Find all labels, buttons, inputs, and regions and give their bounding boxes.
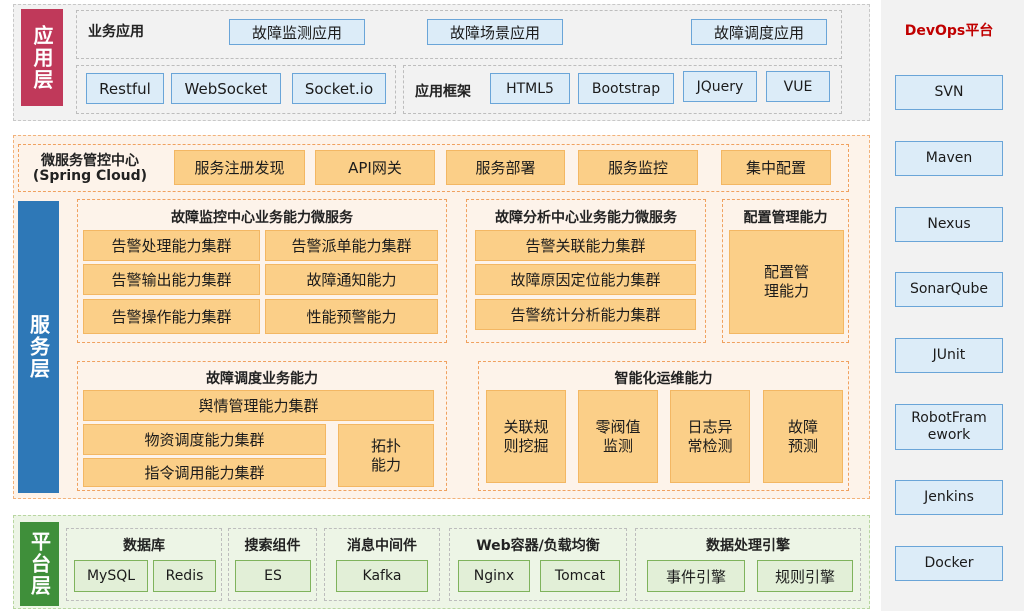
devops-junit[interactable]: JUnit xyxy=(895,338,1003,373)
web-container-group xyxy=(449,528,627,601)
business-apps-group xyxy=(76,10,842,59)
performance-warning[interactable]: 性能预警能力 xyxy=(265,299,438,334)
svc-registration-discovery[interactable]: 服务注册发现 xyxy=(174,150,305,185)
web-nginx[interactable]: Nginx xyxy=(458,560,530,592)
business-apps-heading: 业务应用 xyxy=(88,24,144,40)
frameworks-group xyxy=(403,65,842,114)
protocols-group xyxy=(76,65,396,114)
svc-monitoring[interactable]: 服务监控 xyxy=(578,150,698,185)
db-redis[interactable]: Redis xyxy=(153,560,216,592)
mgmt-center-group xyxy=(18,144,849,192)
engine-group xyxy=(635,528,861,601)
message-heading: 消息中间件 xyxy=(347,538,417,554)
database-heading: 数据库 xyxy=(123,538,165,554)
web-container-heading: Web容器/负载均衡 xyxy=(476,538,600,554)
public-opinion-cluster[interactable]: 舆情管理能力集群 xyxy=(83,390,434,421)
framework-html5[interactable]: HTML5 xyxy=(490,73,570,104)
fault-notification[interactable]: 故障通知能力 xyxy=(265,264,438,295)
framework-jquery[interactable]: JQuery xyxy=(683,71,757,102)
search-heading: 搜索组件 xyxy=(244,538,301,554)
config-mgmt-capability[interactable]: 配置管 理能力 xyxy=(729,230,844,334)
mgmt-center-subtitle: (Spring Cloud) xyxy=(32,168,148,184)
alarm-processing-cluster[interactable]: 告警处理能力集群 xyxy=(83,230,260,261)
svc-api-gateway[interactable]: API网关 xyxy=(315,150,435,185)
fault-dispatch-heading: 故障调度业务能力 xyxy=(206,371,318,387)
fault-monitor-heading: 故障监控中心业务能力微服务 xyxy=(171,210,353,226)
engine-heading: 数据处理引擎 xyxy=(706,538,790,554)
alarm-dispatch-cluster[interactable]: 告警派单能力集群 xyxy=(265,230,438,261)
app-fault-monitoring[interactable]: 故障监测应用 xyxy=(229,19,365,45)
devops-maven[interactable]: Maven xyxy=(895,141,1003,176)
mq-kafka[interactable]: Kafka xyxy=(336,560,428,592)
svc-deployment[interactable]: 服务部署 xyxy=(446,150,565,185)
devops-docker[interactable]: Docker xyxy=(895,546,1003,581)
devops-nexus[interactable]: Nexus xyxy=(895,207,1003,242)
svc-centralized-config[interactable]: 集中配置 xyxy=(721,150,831,185)
framework-vue[interactable]: VUE xyxy=(766,71,830,102)
fault-dispatch-group xyxy=(77,361,447,491)
smart-ops-group xyxy=(478,361,849,491)
alarm-statistics-cluster[interactable]: 告警统计分析能力集群 xyxy=(475,299,696,330)
frameworks-heading: 应用框架 xyxy=(415,84,471,100)
engine-event[interactable]: 事件引擎 xyxy=(647,560,745,592)
app-fault-scenario[interactable]: 故障场景应用 xyxy=(427,19,563,45)
framework-bootstrap[interactable]: Bootstrap xyxy=(578,73,674,104)
devops-jenkins[interactable]: Jenkins xyxy=(895,480,1003,515)
association-rule-mining[interactable]: 关联规 则挖掘 xyxy=(486,390,566,483)
devops-title: DevOps平台 xyxy=(904,23,994,39)
fault-analysis-heading: 故障分析中心业务能力微服务 xyxy=(495,210,677,226)
devops-svn[interactable]: SVN xyxy=(895,75,1003,110)
config-mgmt-heading: 配置管理能力 xyxy=(743,210,828,226)
devops-sonarqube[interactable]: SonarQube xyxy=(895,272,1003,307)
app-layer-label: 应用层 xyxy=(21,9,63,106)
zero-threshold-monitoring[interactable]: 零阀值 监测 xyxy=(578,390,658,483)
fault-prediction[interactable]: 故障 预测 xyxy=(763,390,843,483)
fault-analysis-group xyxy=(466,199,706,343)
smart-ops-heading: 智能化运维能力 xyxy=(614,371,713,387)
mgmt-center-title: 微服务管控中心 xyxy=(41,153,139,169)
db-mysql[interactable]: MySQL xyxy=(74,560,148,592)
message-group xyxy=(324,528,440,601)
log-anomaly-detection[interactable]: 日志异 常检测 xyxy=(670,390,750,483)
search-group xyxy=(228,528,317,601)
protocol-socketio[interactable]: Socket.io xyxy=(292,73,386,104)
database-group xyxy=(66,528,222,601)
platform-layer-label: 平台层 xyxy=(20,522,59,606)
topology-capability[interactable]: 拓扑 能力 xyxy=(338,424,434,487)
app-fault-dispatch[interactable]: 故障调度应用 xyxy=(691,19,827,45)
engine-rule[interactable]: 规则引擎 xyxy=(757,560,853,592)
protocol-restful[interactable]: Restful xyxy=(86,73,164,104)
fault-monitor-group xyxy=(77,199,447,343)
root-cause-cluster[interactable]: 故障原因定位能力集群 xyxy=(475,264,696,295)
alarm-operation-cluster[interactable]: 告警操作能力集群 xyxy=(83,299,260,334)
alarm-output-cluster[interactable]: 告警输出能力集群 xyxy=(83,264,260,295)
config-mgmt-group xyxy=(722,199,849,343)
material-dispatch-cluster[interactable]: 物资调度能力集群 xyxy=(83,424,326,455)
search-es[interactable]: ES xyxy=(235,560,311,592)
devops-robotframework[interactable]: RobotFram ework xyxy=(895,404,1003,450)
command-invocation-cluster[interactable]: 指令调用能力集群 xyxy=(83,458,326,487)
alarm-correlation-cluster[interactable]: 告警关联能力集群 xyxy=(475,230,696,261)
service-layer-label: 服务层 xyxy=(18,201,59,493)
protocol-websocket[interactable]: WebSocket xyxy=(171,73,281,104)
web-tomcat[interactable]: Tomcat xyxy=(540,560,620,592)
